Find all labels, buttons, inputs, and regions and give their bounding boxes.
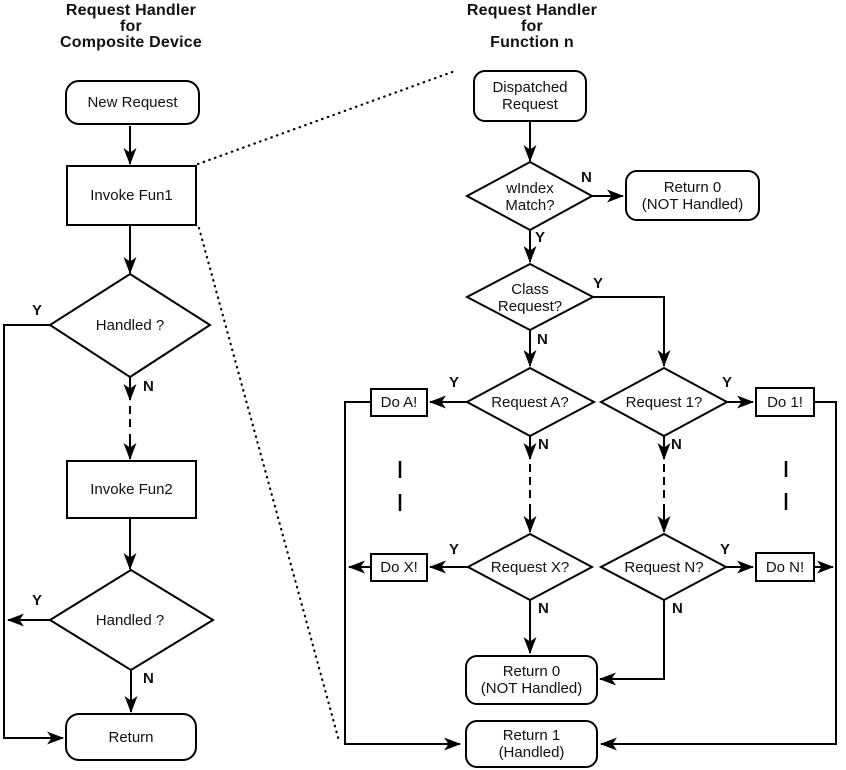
edge-requestn-no-to-return0 — [599, 600, 665, 686]
branch-label-handled1-no: N — [143, 378, 154, 395]
right-chart-title: Request Handler for Function n — [466, 2, 598, 51]
branch-label-request-1-yes: Y — [722, 374, 733, 391]
branch-label-request-a-yes: Y — [449, 374, 460, 391]
branch-label-windex-no: N — [581, 169, 592, 186]
edge-doa-rail-to-return1 — [344, 401, 461, 751]
branch-label-request-1-no: N — [671, 436, 682, 453]
process-invoke-fun1: Invoke Fun1 — [66, 165, 197, 226]
decision-request-x-shape — [465, 532, 595, 602]
process-do-1: Do 1! — [755, 387, 815, 417]
process-invoke-fun2: Invoke Fun2 — [66, 460, 197, 519]
edge-handled1-yes-loop — [3, 324, 64, 745]
left-chart-title: Request Handler for Composite Device — [60, 2, 202, 51]
branch-label-request-n-no: N — [672, 600, 683, 617]
process-do-a: Do A! — [370, 388, 428, 417]
branch-label-request-x-yes: Y — [449, 541, 460, 558]
branch-label-handled2-yes: Y — [32, 592, 43, 609]
dotted-leader-bottom — [197, 226, 341, 743]
edge-class-yes-to-request1 — [593, 296, 671, 367]
terminal-return0-bottom: Return 0 (NOT Handled) — [465, 655, 598, 705]
branch-label-handled2-no: N — [143, 670, 154, 687]
branch-label-handled1-yes: Y — [32, 302, 43, 319]
process-do-n: Do N! — [755, 552, 815, 582]
decision-request-n-shape — [598, 532, 729, 602]
decision-handled1-shape — [48, 272, 212, 379]
branch-label-class-no: N — [537, 331, 548, 348]
branch-label-class-yes: Y — [593, 275, 604, 292]
edge-do1-rail-to-return1 — [600, 401, 837, 751]
decision-class-shape — [464, 262, 596, 332]
decision-windex-shape — [464, 160, 595, 232]
terminal-new-request: New Request — [65, 80, 200, 125]
decision-handled2-shape — [48, 568, 215, 672]
branch-label-request-n-yes: Y — [720, 541, 731, 558]
terminal-return1: Return 1 (Handled) — [465, 720, 598, 768]
decision-request-1-shape — [598, 366, 730, 438]
terminal-dispatched-request: Dispatched Request — [473, 70, 587, 122]
branch-label-request-a-no: N — [538, 436, 549, 453]
terminal-return: Return — [65, 713, 197, 761]
decision-request-a-shape — [464, 366, 597, 438]
dotted-leader-top — [196, 69, 457, 166]
process-do-x: Do X! — [370, 553, 428, 582]
terminal-return0-top: Return 0 (NOT Handled) — [625, 170, 760, 221]
branch-label-windex-yes: Y — [535, 229, 546, 246]
branch-label-request-x-no: N — [538, 600, 549, 617]
